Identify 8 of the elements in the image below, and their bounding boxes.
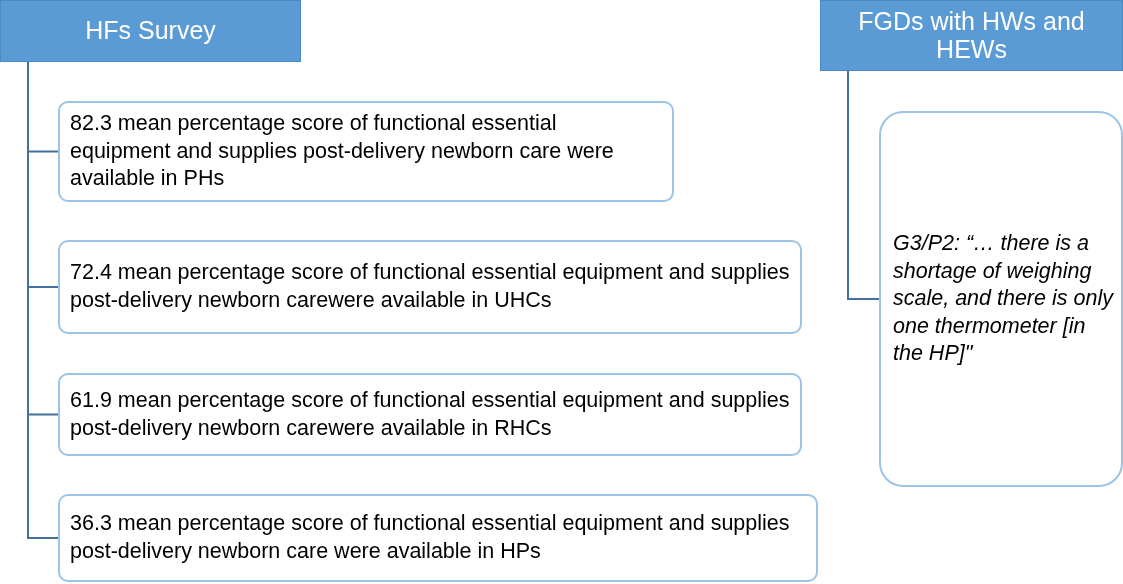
connector-line [847, 70, 880, 300]
quote-box: G3/P2: “… there is a shortage of weighing scale, and there is only one thermometer [in the HP]" [879, 111, 1123, 487]
header-box: HFs Survey [0, 0, 301, 62]
header-box: FGDs with HWs and HEWs [820, 0, 1123, 71]
text-box: 72.4 mean percentage score of functional essential equipment and supplies post-delivery newborn carewere available in UHCs [58, 240, 802, 334]
text-box: 82.3 mean percentage score of functional essential equipment and supplies post-delivery newborn care were available in PHs [58, 101, 674, 202]
text-box: 36.3 mean percentage score of functional essential equipment and supplies post-delivery newborn care were available in HPs [58, 494, 818, 582]
text-box: 61.9 mean percentage score of functional essential equipment and supplies post-delivery newborn carewere available in RHCs [58, 373, 802, 456]
